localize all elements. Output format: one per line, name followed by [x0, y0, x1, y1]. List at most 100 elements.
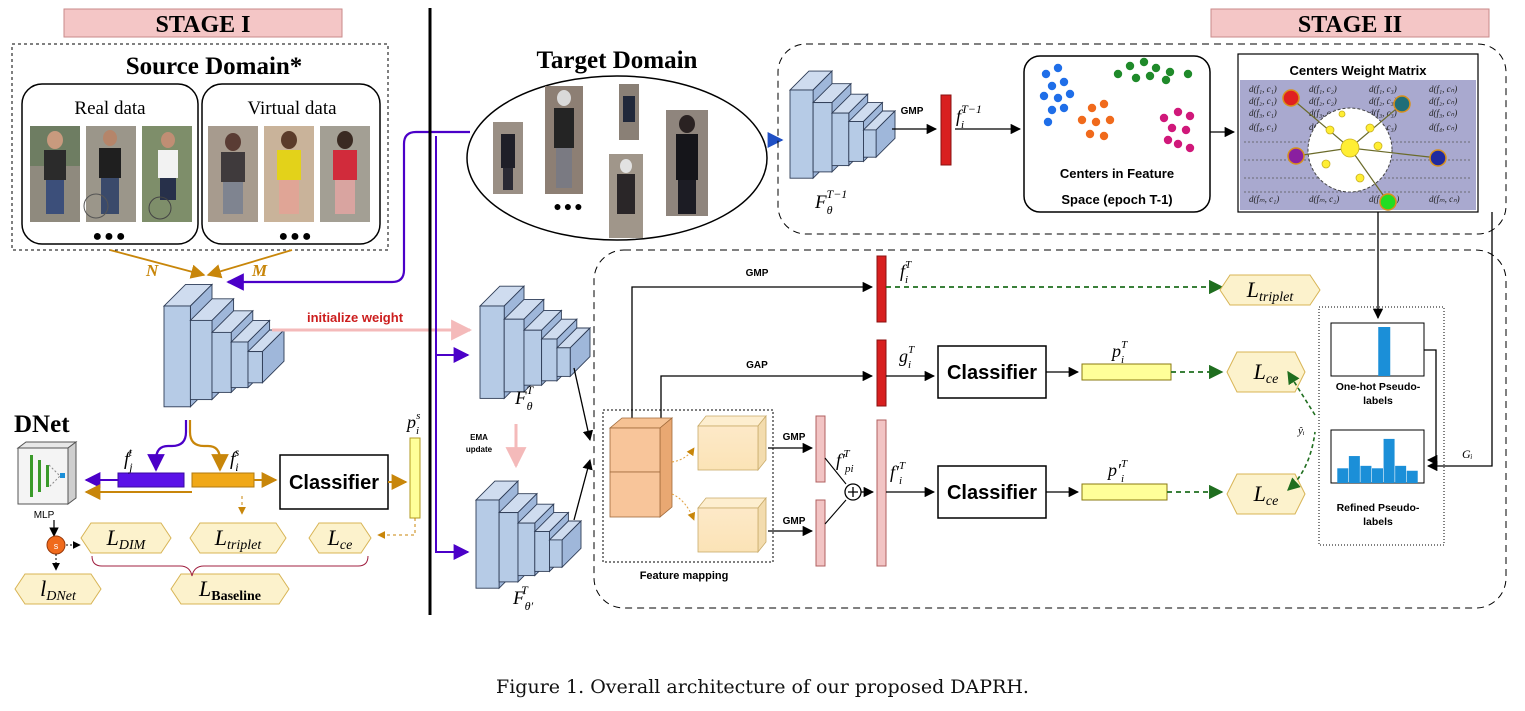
part1-to-sum-line [824, 457, 847, 485]
center-dot [1105, 115, 1115, 125]
center-dot [1185, 111, 1195, 121]
pseudo-label-bar [1372, 468, 1383, 483]
fj-label: fjt [124, 445, 133, 474]
l-baseline-loss: LBaseline [170, 573, 290, 605]
target-image-5 [666, 110, 708, 216]
matrix-sample-dot [1365, 123, 1375, 133]
matrix-cell: d(f₃, c₂) [1309, 108, 1337, 118]
stage2-classifier-top [937, 345, 1047, 399]
refined-bars [1337, 438, 1418, 483]
real-image-2 [83, 126, 136, 222]
mapping-arrow-top [671, 447, 695, 463]
part2-feature-bar [815, 499, 826, 567]
matrix-cell: d(f₁, c₂) [1309, 84, 1337, 94]
gi-t-label: giT [899, 344, 915, 371]
stage1-backbone-network [162, 283, 286, 408]
source-domain-title: Source Domain* [126, 53, 303, 80]
matrix-center-node [1282, 89, 1300, 107]
center-dot [1173, 107, 1183, 117]
center-dot [1059, 103, 1069, 113]
mean-net-to-mapping-arrow [573, 458, 593, 521]
center-dot [1165, 67, 1175, 77]
mapped-part-top [697, 414, 767, 472]
refined-to-lce-bottom-arrow [1287, 431, 1316, 491]
network-layer [548, 519, 583, 569]
pseudo-label-bar [1348, 456, 1360, 483]
real-image-3 [142, 126, 192, 222]
l-triplet-loss-stage1: Ltriplet [189, 522, 287, 554]
figure-caption: Figure 1. Overall architecture of our pr… [496, 676, 1029, 698]
virtual-image-1 [208, 126, 258, 222]
fi-source-feature-bar [191, 472, 255, 488]
feature-mapping-cube [608, 417, 674, 518]
matrix-cell: d(f₃, c₃) [1369, 108, 1397, 118]
stage2-title: STAGE II [1298, 12, 1402, 38]
pseudo-label-bar [1383, 438, 1395, 483]
ema-update-label: update [466, 445, 493, 454]
l-dim-loss: LDIM [80, 522, 172, 554]
matrix-link-line [1349, 147, 1389, 203]
pi-t-label: piT [1110, 339, 1128, 366]
matrix-link-line [1290, 97, 1351, 149]
centers-label-line1: Centers in Feature [1060, 166, 1174, 181]
n-arrow [109, 249, 206, 279]
center-dot [1059, 77, 1069, 87]
center-dot [1185, 143, 1195, 153]
gmp-label-part2: GMP [783, 516, 806, 527]
initialize-weight-label: initialize weight [307, 310, 404, 325]
gi-label: Gᵢ [1462, 447, 1473, 461]
stage2-top-region [777, 43, 1507, 235]
matrix-to-refined-arrow [1426, 212, 1493, 472]
pprime-bar [1081, 483, 1168, 501]
target-domain-title: Target Domain [537, 47, 698, 74]
center-dot [1053, 93, 1063, 103]
stage2-classifier-bottom-label: Classifier [947, 482, 1037, 504]
fi-label: fis [230, 445, 240, 474]
pseudo-label-bar [1360, 465, 1372, 483]
center-dot [1091, 117, 1101, 127]
f-theta-prev-label: FθT−1 [814, 187, 847, 217]
mean-teacher-network [474, 480, 583, 590]
real-data-label: Real data [74, 98, 146, 119]
l-dnet-loss-label: lDNet [40, 576, 77, 604]
mlp-label: MLP [34, 510, 55, 521]
stage2-header: STAGE II [1210, 8, 1490, 38]
fi-t-bar [876, 255, 887, 323]
virtual-image-3 [320, 126, 370, 222]
matrix-center-node [1287, 147, 1305, 165]
target-to-stage1-arrow [226, 130, 470, 291]
center-dot [1085, 129, 1095, 139]
fi-branch-arrow [188, 420, 229, 472]
center-dot [1151, 63, 1161, 73]
center-dot [1181, 125, 1191, 135]
f-theta-curr-label: FθT [514, 383, 535, 413]
pprime-label: p′iT [1106, 458, 1128, 485]
m-label: M [251, 261, 268, 280]
pi-source-bar [409, 437, 421, 519]
fprime-label: f′iT [890, 460, 906, 487]
target-domain-ellipsis: ●●● [553, 198, 584, 214]
source-domain-panel: Source Domain* Real data Virtual data ●●… [11, 43, 389, 251]
matrix-cell: d(fₘ, cₙ) [1429, 194, 1460, 204]
network-layer [862, 109, 897, 159]
real-data-ellipsis: ●●● [93, 228, 128, 245]
onehot-chart [1330, 322, 1425, 377]
l-dnet-loss: lDNet [14, 573, 102, 605]
fpi-label: f′piT [836, 448, 854, 475]
matrix-cell: d(f₁, cₙ) [1429, 84, 1457, 94]
f-theta-mean-label: Fθ′T [512, 583, 534, 613]
pseudo-label-bar [1378, 327, 1391, 376]
center-dot [1125, 61, 1135, 71]
mapped-part-bottom [697, 496, 767, 554]
network-layer [555, 326, 592, 378]
centers-box [1023, 55, 1211, 213]
matrix-overlay [1282, 89, 1447, 211]
pi-t-bar [1081, 363, 1172, 381]
virtual-data-ellipsis: ●●● [279, 228, 314, 245]
centers-label-line2: Space (epoch T-1) [1061, 192, 1172, 207]
matrix-cell: d(f₄, cₙ) [1429, 122, 1457, 132]
matrix-cell: d(f₂, c₂) [1309, 96, 1337, 106]
gmp-label-top: GMP [901, 106, 924, 117]
gmp-branch-arrow [631, 281, 874, 425]
